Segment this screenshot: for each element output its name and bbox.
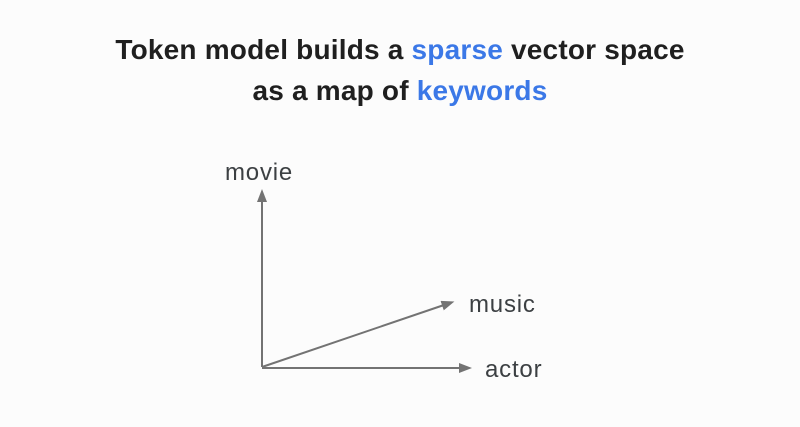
- slide-title: Token model builds a sparse vector space…: [0, 29, 800, 111]
- diagonal-vector-label: music: [469, 291, 536, 318]
- y-axis-label: movie: [225, 159, 294, 186]
- x-axis-label: actor: [485, 356, 543, 383]
- title-highlight-keywords: keywords: [416, 75, 548, 106]
- title-highlight-sparse: sparse: [411, 34, 504, 65]
- title-line-2: as a map of keywords: [0, 70, 800, 111]
- title-text-2a: as a map of: [252, 75, 417, 106]
- title-line-1: Token model builds a sparse vector space: [0, 29, 800, 70]
- title-text-1a: Token model builds a: [115, 34, 412, 65]
- diagonal-vector-arrow: [261, 300, 455, 368]
- title-text-1b: vector space: [503, 34, 685, 65]
